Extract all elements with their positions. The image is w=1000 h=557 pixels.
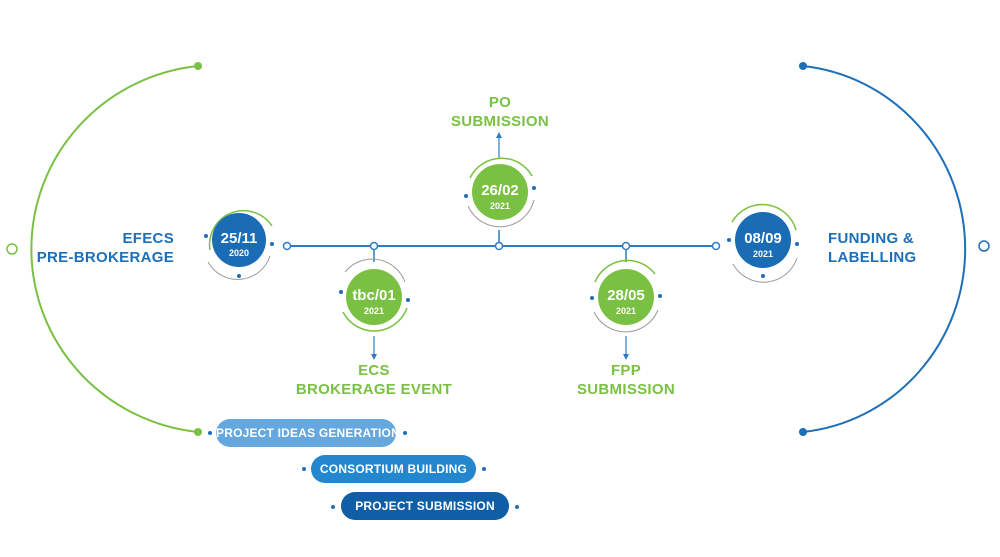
badge-year: 2020 [229, 248, 249, 258]
milestone-badge-fpp: 28/05 2021 [590, 259, 662, 333]
badge-year: 2021 [753, 249, 773, 259]
milestone-badge-po: 26/02 2021 [464, 157, 536, 228]
badge-year: 2021 [616, 306, 636, 316]
pill-dot [515, 505, 519, 509]
badge-circle [346, 269, 402, 325]
badge-ring-inner [732, 257, 798, 283]
pill-dot [331, 505, 335, 509]
milestone-badge-funding: 08/09 2021 [727, 203, 799, 283]
label-ecs: ECS BROKERAGE EVENT [295, 362, 453, 398]
label-efecs: EFECS PRE-BROKERAGE [36, 230, 174, 266]
badge-ring-outer [469, 157, 533, 179]
badge-year: 2021 [364, 306, 384, 316]
timeline-node-ecs [369, 241, 379, 251]
timeline-node-fpp [621, 241, 631, 251]
arrowhead-fpp-down [623, 354, 629, 360]
badge-ring-inner [467, 199, 535, 228]
arrowhead-ecs-down [371, 354, 377, 360]
badge-circle [472, 164, 528, 220]
timeline-node-po [494, 241, 504, 251]
badge-ring-inner [207, 255, 271, 280]
pill-dot [482, 467, 486, 471]
badge-ring-outer [731, 203, 797, 231]
badge-date: 28/05 [607, 287, 645, 304]
right-arc-mid-node [978, 240, 990, 252]
left-arc-mid-node [6, 243, 18, 255]
arrowhead-po-up [496, 132, 502, 138]
badge-date: 26/02 [481, 182, 519, 199]
badge-circle [735, 212, 791, 268]
badge-ring-outer [594, 259, 656, 283]
milestone-badge-efecs: 25/11 2020 [204, 209, 274, 280]
phase-pill-ideas: PROJECT IDEAS GENERATION [216, 419, 400, 447]
right-bracket-arc [802, 65, 967, 433]
label-po: PO SUBMISSION [450, 94, 549, 130]
badge-ring-outer [208, 209, 273, 251]
phase-pill-submission: PROJECT SUBMISSION [341, 492, 509, 520]
badge-ring-inner [593, 309, 659, 333]
phase-pill-consortium: CONSORTIUM BUILDING [311, 455, 476, 483]
badge-date: tbc/01 [352, 287, 395, 304]
label-fpp: FPP SUBMISSION [576, 362, 675, 398]
badge-circle [212, 213, 266, 267]
pill-dot [208, 431, 212, 435]
badge-date: 08/09 [744, 230, 782, 247]
right-arc-top-dot [799, 62, 807, 70]
right-arc-bottom-dot [799, 428, 807, 436]
milestone-badge-ecs: tbc/01 2021 [339, 258, 410, 332]
badge-year: 2021 [490, 201, 510, 211]
badge-circle [598, 269, 654, 325]
left-arc-bottom-dot [194, 428, 202, 436]
timeline-node-end [711, 241, 721, 251]
pill-dot [403, 431, 407, 435]
pill-dot [302, 467, 306, 471]
left-bracket-arc [30, 65, 199, 433]
timeline-node-start [282, 241, 292, 251]
badge-ring-outer [344, 258, 406, 283]
badge-date: 25/11 [221, 230, 258, 247]
badge-ring-inner [342, 307, 408, 332]
left-arc-top-dot [194, 62, 202, 70]
label-funding: FUNDING & LABELLING [828, 230, 917, 266]
